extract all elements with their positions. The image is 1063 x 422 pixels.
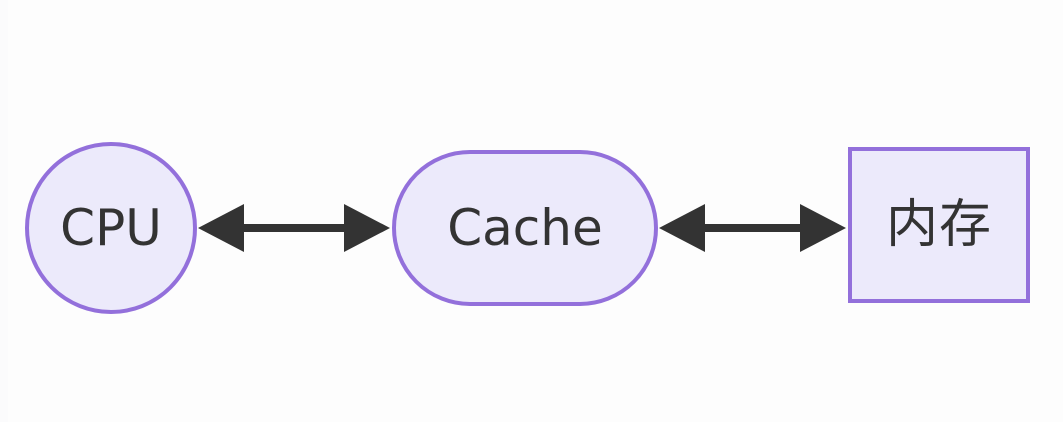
edge-cpu-cache-arrowhead-right [344,204,390,252]
canvas-left-gutter [0,0,8,422]
edge-cache-memory-arrowhead-right [800,204,846,252]
edge-cache-memory-arrowhead-left [659,204,705,252]
cache-stadium-shape [392,150,658,306]
edge-cpu-cache-arrowhead-left [198,204,244,252]
node-label-cpu: CPU [60,199,162,257]
node-label-cache: Cache [447,199,603,257]
node-memory[interactable] [848,147,1030,303]
node-cache[interactable] [392,150,658,306]
cpu-circle-shape [25,142,197,314]
memory-rect-shape [848,147,1030,303]
edge-cache-memory[interactable] [659,204,846,252]
node-cpu[interactable] [25,142,197,314]
edge-cpu-cache[interactable] [198,204,390,252]
node-label-memory: 内存 [885,195,992,255]
